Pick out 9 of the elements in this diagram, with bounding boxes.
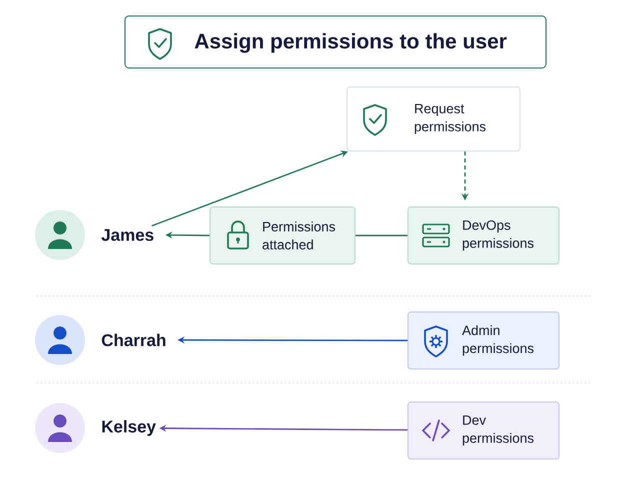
permission-box: Dev permissions [408, 402, 560, 460]
permission-box: Permissions attached [210, 206, 356, 264]
permission-box: Request permissions [346, 86, 520, 152]
person-name: James [101, 229, 154, 241]
permission-box: Admin permissions [408, 312, 560, 370]
person-name: Kelsey [102, 420, 156, 436]
title-box: Assign permissions to the user [124, 16, 546, 68]
person-name: Charrah [102, 334, 166, 346]
permission-box: DevOps permissions [408, 206, 560, 264]
